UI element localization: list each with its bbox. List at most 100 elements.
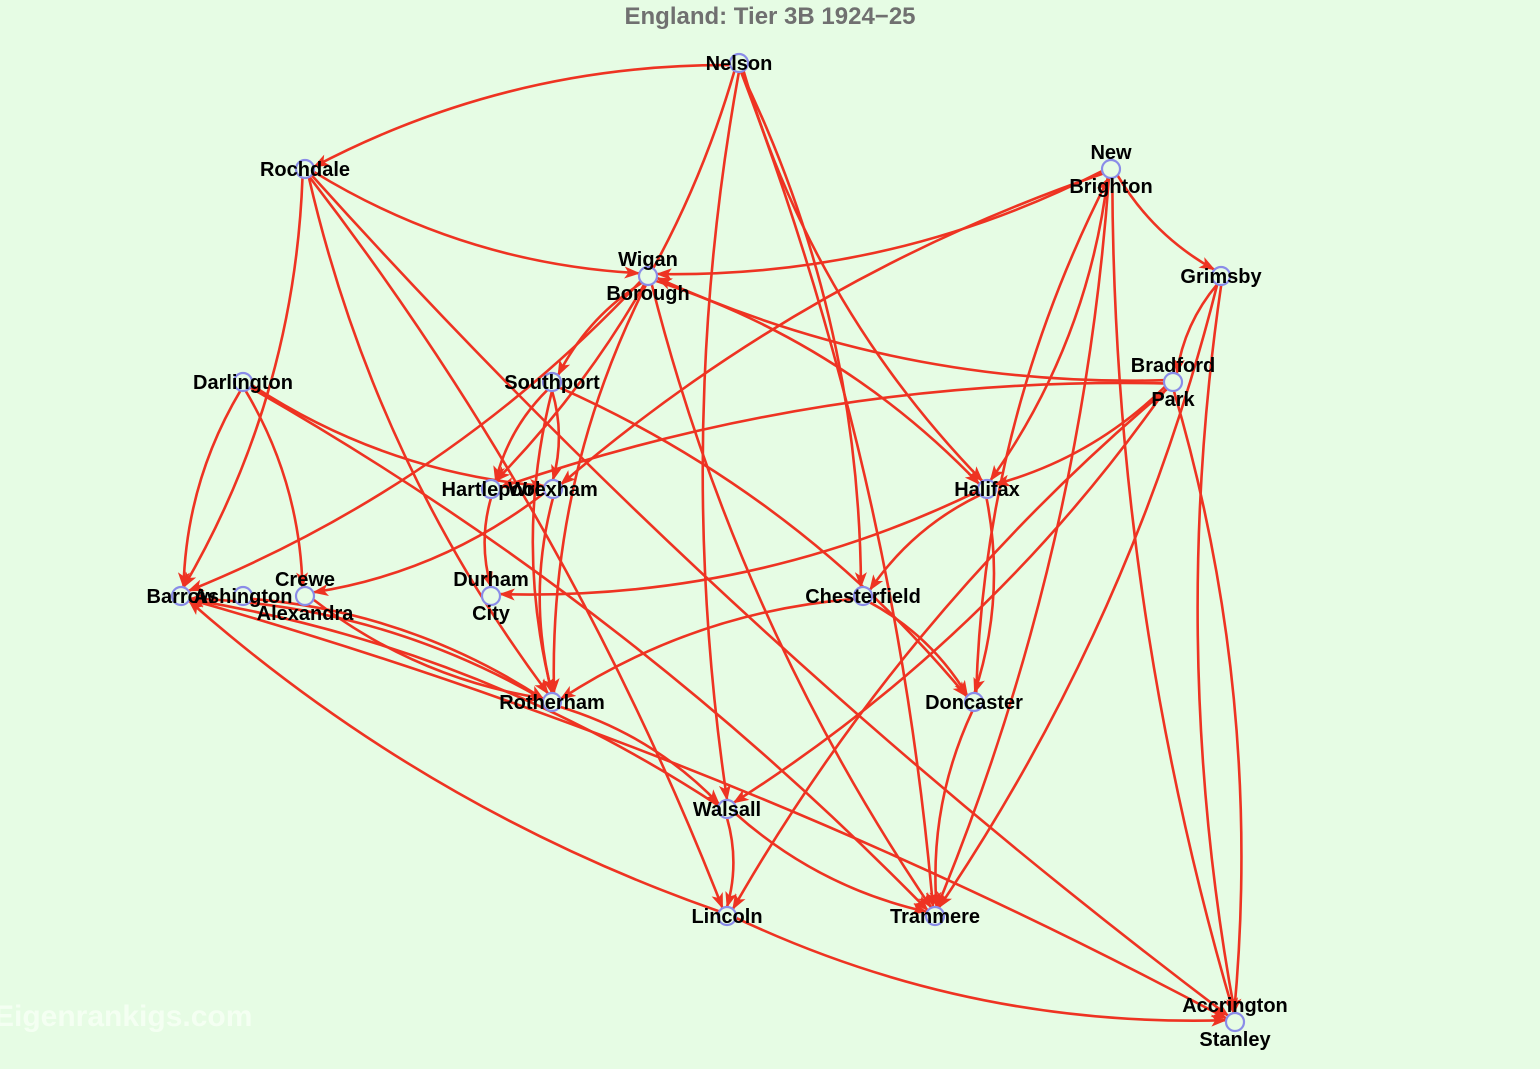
edge-rochdale-to-barrow (182, 177, 304, 589)
diagram-title: England: Tier 3B 1924−25 (624, 3, 915, 30)
node-label-rotherham-0: Rotherham (499, 692, 605, 714)
node-barrow[interactable] (170, 585, 192, 607)
edge-southport-to-wrexham (550, 390, 563, 481)
node-label-new-brighton-1: Brighton (1069, 176, 1152, 198)
edge-walsall-to-tranmere (734, 812, 928, 915)
node-halifax[interactable] (976, 478, 998, 500)
edge-bradford-park-to-wigan-borough (655, 276, 1165, 382)
edges-layer (177, 63, 1243, 1027)
edge-darlington-to-tranmere (249, 386, 929, 912)
node-label-wrexham-0: Wrexham (508, 479, 598, 501)
edge-bradford-park-to-walsall (732, 387, 1168, 804)
edge-grimsby-to-tranmere (937, 283, 1219, 909)
edge-darlington-to-crewe-alexandra (244, 389, 309, 589)
edge-new-brighton-to-halifax (989, 177, 1109, 482)
node-label-bradford-park-1: Park (1151, 389, 1195, 411)
edge-nelson-to-rochdale (312, 63, 731, 169)
edge-bradford-park-to-lincoln (731, 387, 1169, 910)
node-label-barrow-0: Barrow (147, 586, 216, 608)
edge-new-brighton-to-wrexham (559, 172, 1104, 486)
edge-rotherham-to-walsall (559, 705, 721, 806)
node-label-accrington-stanley-1: Stanley (1199, 1029, 1271, 1051)
edge-chesterfield-to-doncaster (868, 601, 969, 697)
node-darlington[interactable] (232, 371, 254, 393)
node-ashington[interactable] (232, 585, 254, 607)
edge-nelson-to-tranmere (739, 71, 938, 909)
node-label-lincoln-0: Lincoln (691, 906, 762, 928)
edge-wrexham-to-crewe-alexandra (312, 491, 546, 597)
edge-doncaster-to-new-brighton (974, 176, 1110, 694)
node-label-southport-0: Southport (504, 372, 600, 394)
node-label-walsall-0: Walsall (693, 799, 761, 821)
edge-ashington-to-rotherham (251, 597, 545, 701)
edge-halifax-to-chesterfield (868, 493, 981, 591)
edge-wigan-borough-to-rotherham (547, 284, 648, 695)
node-wrexham[interactable] (542, 478, 564, 500)
node-label-darlington-0: Darlington (193, 372, 293, 394)
node-rotherham[interactable] (541, 691, 563, 713)
node-lincoln[interactable] (716, 905, 738, 927)
edge-bradford-park-to-halifax (993, 385, 1167, 487)
node-label-durham-city-1: City (472, 603, 511, 625)
node-label-durham-city-0: Durham (453, 569, 529, 591)
node-label-crewe-alexandra-0: Crewe (275, 569, 335, 591)
node-label-bradford-park-0: Bradford (1131, 355, 1215, 377)
node-tranmere[interactable] (924, 905, 946, 927)
node-label-crewe-alexandra-1: Alexandra (257, 603, 355, 625)
node-label-nelson-0: Nelson (706, 53, 773, 75)
node-label-ashington-0: Ashington (194, 586, 293, 608)
node-doncaster[interactable] (963, 691, 985, 713)
node-label-wigan-borough-1: Borough (606, 283, 689, 305)
edge-halifax-to-doncaster (973, 497, 996, 694)
node-label-doncaster-0: Doncaster (925, 692, 1023, 714)
edge-doncaster-to-tranmere (929, 710, 974, 909)
edge-bradford-park-to-accrington-stanley (1172, 390, 1243, 1014)
node-label-tranmere-0: Tranmere (890, 906, 980, 928)
node-southport[interactable] (541, 371, 563, 393)
labels-layer: NelsonRochdaleNewBrightonWiganBoroughGri… (147, 53, 1288, 1051)
node-crewe-alexandra[interactable] (294, 585, 316, 607)
edge-chesterfield-to-rotherham (559, 597, 855, 701)
edge-rochdale-to-wigan-borough (312, 170, 641, 279)
edge-nelson-to-chesterfield (739, 71, 867, 589)
node-bradford-park[interactable] (1162, 371, 1184, 393)
node-wigan-borough[interactable] (637, 265, 659, 287)
edge-rochdale-to-accrington-stanley (310, 174, 1230, 1017)
edge-rochdale-to-lincoln (308, 176, 724, 910)
edge-southport-to-doncaster (558, 386, 968, 698)
node-label-wigan-borough-0: Wigan (618, 249, 678, 271)
node-label-new-brighton-0: New (1090, 142, 1132, 164)
edge-hartlepool-to-durham-city (481, 497, 493, 588)
node-new-brighton[interactable] (1100, 158, 1122, 180)
nodes-layer (170, 52, 1246, 1033)
edge-nelson-to-hartlepool (494, 70, 736, 483)
node-walsall[interactable] (716, 798, 738, 820)
node-label-hartlepool-0: Hartlepool (442, 479, 541, 501)
node-rochdale[interactable] (294, 158, 316, 180)
watermark: Eigenrankigs.com (0, 1000, 252, 1033)
edge-lincoln-to-accrington-stanley (735, 916, 1228, 1027)
edge-new-brighton-to-tranmere (935, 177, 1111, 909)
node-label-halifax-0: Halifax (954, 479, 1020, 501)
edge-barrow-to-accrington-stanley (188, 598, 1228, 1020)
node-label-chesterfield-0: Chesterfield (805, 586, 921, 608)
edge-new-brighton-to-accrington-stanley (1111, 177, 1236, 1015)
edge-darlington-to-barrow (177, 389, 242, 589)
edge-rochdale-to-rotherham (307, 176, 550, 695)
edge-grimsby-to-accrington-stanley (1196, 284, 1238, 1014)
node-grimsby[interactable] (1210, 265, 1232, 287)
edge-new-brighton-to-wigan-borough (655, 169, 1103, 281)
node-accrington-stanley[interactable] (1224, 1011, 1246, 1033)
node-nelson[interactable] (728, 52, 750, 74)
edge-new-brighton-to-grimsby (1116, 174, 1216, 271)
edge-grimsby-to-bradford-park (1172, 283, 1219, 375)
node-label-accrington-stanley-0: Accrington (1182, 995, 1288, 1017)
edge-wigan-borough-to-tranmere (650, 283, 933, 909)
edge-walsall-to-barrow (188, 595, 720, 807)
node-label-grimsby-0: Grimsby (1180, 266, 1262, 288)
node-hartlepool[interactable] (480, 478, 502, 500)
edge-lincoln-to-barrow (187, 599, 720, 913)
node-durham-city[interactable] (480, 585, 502, 607)
node-chesterfield[interactable] (852, 585, 874, 607)
